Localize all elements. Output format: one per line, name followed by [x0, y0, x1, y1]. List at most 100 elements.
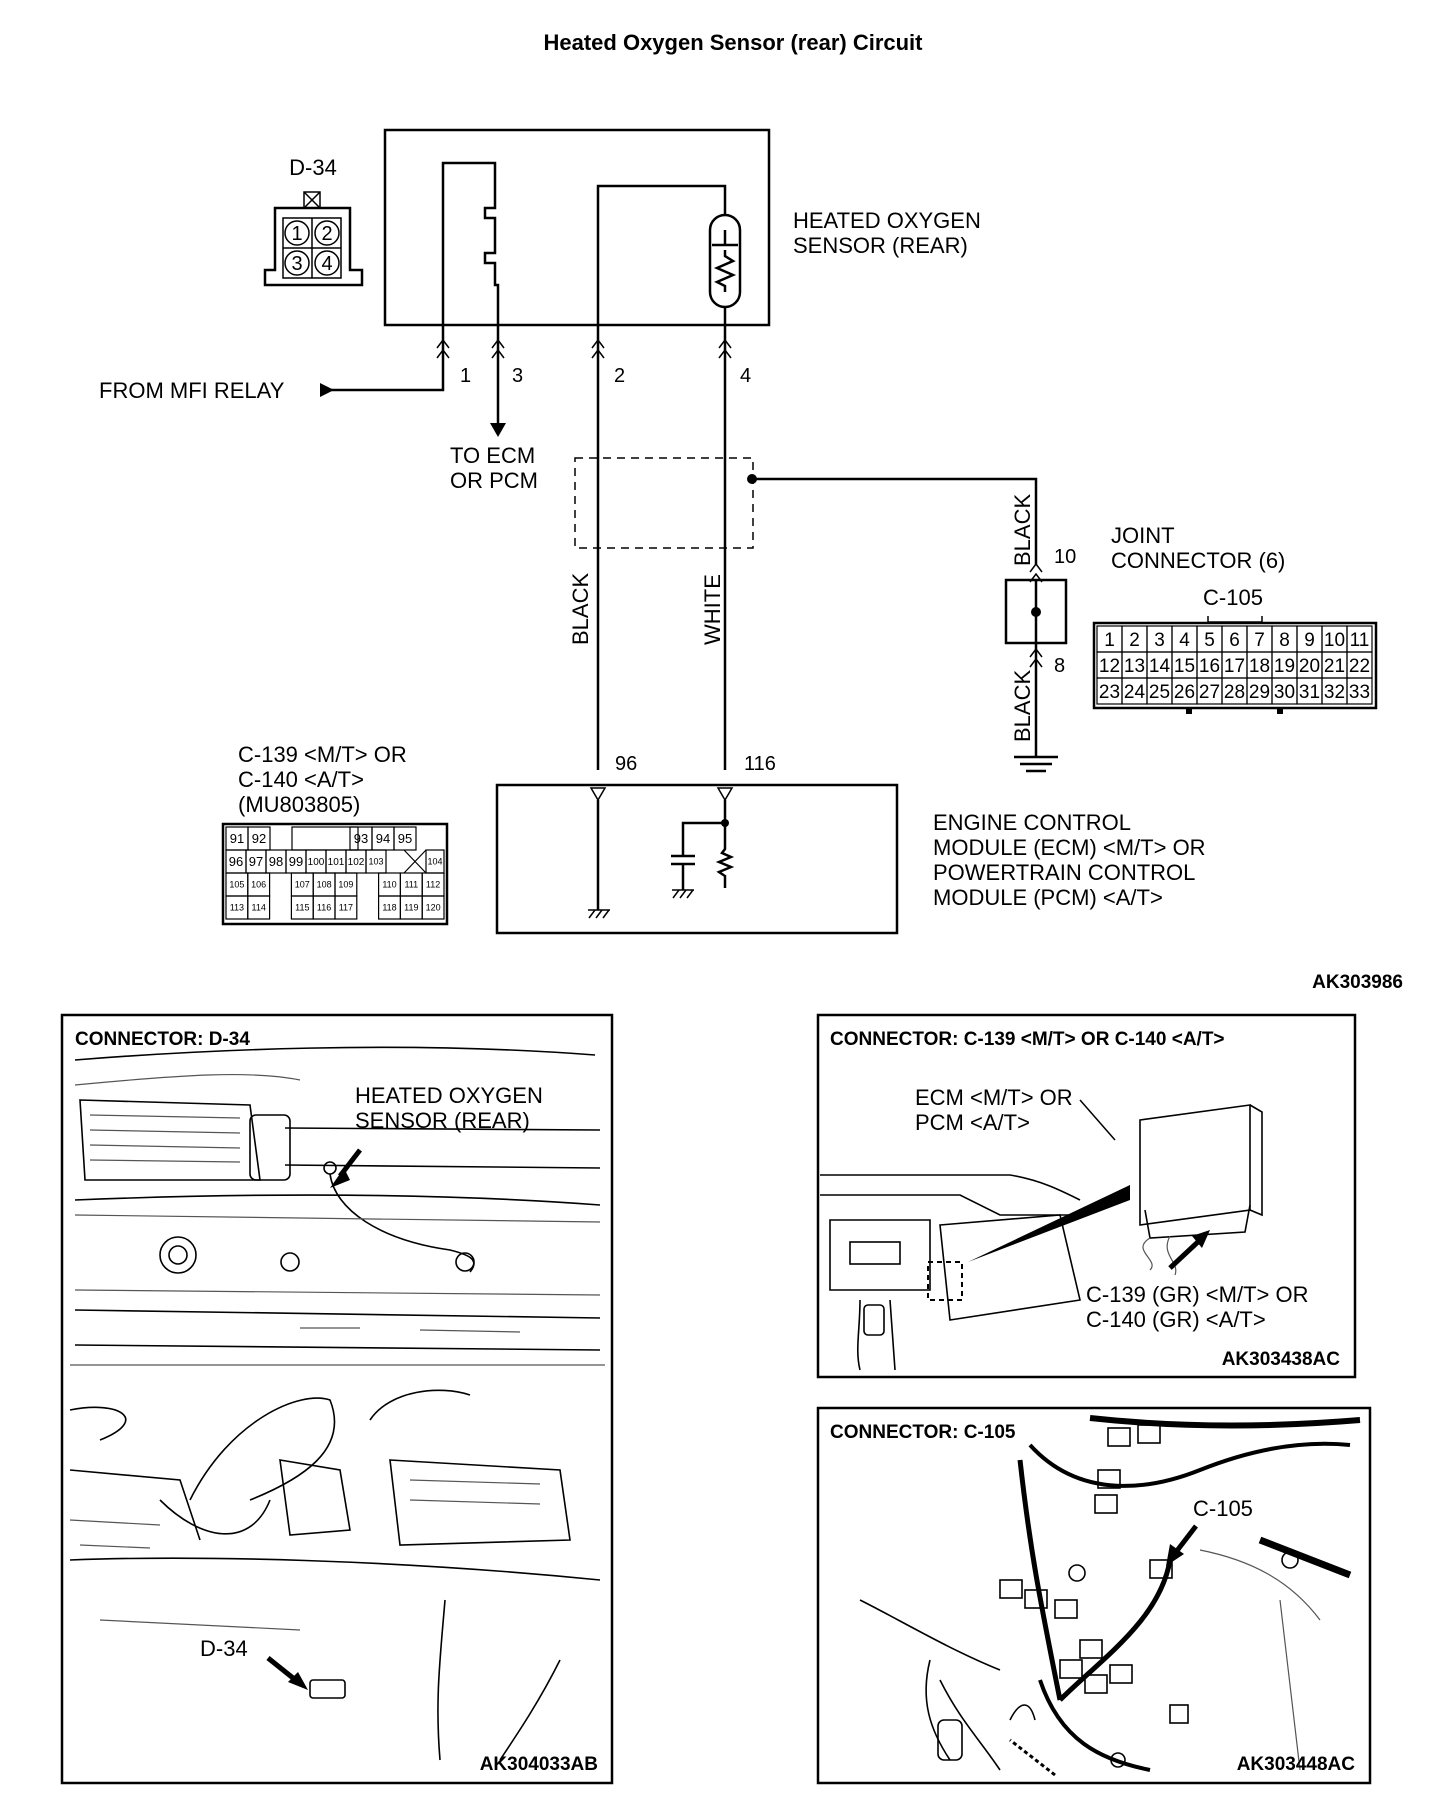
ecm-pin-99: 99 — [289, 854, 303, 869]
ecm-pin-106: 106 — [251, 880, 266, 890]
joint-pin-10: 10 — [1054, 546, 1076, 568]
panel-c105-code: AK303448AC — [1237, 1754, 1356, 1775]
ground-bottom-color-label: BLACK — [1010, 670, 1035, 742]
panel-d34: CONNECTOR: D-34 HEATED OXYGEN SENSOR (RE… — [60, 1013, 614, 1785]
pin-2-label: 2 — [614, 365, 625, 387]
joint-pin-11: 11 — [1350, 630, 1370, 651]
ecm-pin-101: 101 — [328, 857, 345, 868]
joint-pin-15: 15 — [1174, 656, 1195, 677]
ecm-pin-119: 119 — [404, 903, 418, 913]
panel-d34-callout: D-34 — [200, 1636, 248, 1661]
joint-connector-label: JOINT CONNECTOR (6) — [1111, 523, 1285, 573]
joint-pin-4: 4 — [1179, 630, 1190, 651]
joint-pin-28: 28 — [1224, 682, 1245, 703]
d34-pin-2: 2 — [321, 223, 332, 245]
ecm-pin-116: 116 — [317, 903, 331, 913]
wire2-color-label: BLACK — [568, 573, 593, 645]
pin-4-label: 4 — [740, 365, 751, 387]
harness-illustration — [859, 1415, 1361, 1777]
d34-connector-symbol: D-34 1 2 3 4 — [263, 155, 364, 287]
ecm-pin-112: 112 — [426, 880, 440, 890]
ecm-pin-96: 96 — [615, 753, 637, 775]
ecm-pin-117: 117 — [339, 903, 353, 913]
ecm-pin-96: 96 — [229, 854, 243, 869]
c105-connector-name: C-105 — [1203, 585, 1263, 610]
sensor-box: HEATED OXYGEN SENSOR (REAR) — [383, 128, 987, 342]
ecm-pin-93: 93 — [354, 831, 368, 846]
d34-connector-name: D-34 — [289, 155, 337, 180]
ecm-pin-118: 118 — [382, 903, 396, 913]
ground-top-color-label: BLACK — [1010, 494, 1035, 566]
joint-pin-22: 22 — [1349, 656, 1370, 677]
d34-pin-4: 4 — [321, 253, 332, 275]
ecm-pin-107: 107 — [295, 880, 310, 890]
sensor-wires: FROM MFI RELAY 1 3 TO ECM OR PCM 2 4 BLA… — [99, 338, 1038, 770]
pin-3-label: 3 — [512, 365, 523, 387]
panel-c139-title: CONNECTOR: C-139 <M/T> OR C-140 <A/T> — [830, 1029, 1225, 1050]
ecm-pin-114: 114 — [252, 903, 266, 913]
ecm-pin-91: 91 — [230, 831, 244, 846]
joint-pin-27: 27 — [1199, 682, 1220, 703]
joint-pin-30: 30 — [1274, 682, 1295, 703]
joint-pin-17: 17 — [1224, 656, 1245, 677]
ecm-pin-111: 111 — [404, 880, 418, 890]
ecm-pin-98: 98 — [269, 854, 283, 869]
ecm-pin-105: 105 — [229, 880, 244, 890]
joint-pin-8: 8 — [1054, 655, 1065, 677]
ecm-pin-92: 92 — [252, 831, 266, 846]
joint-pin-33: 33 — [1349, 682, 1370, 703]
diagram-title: Heated Oxygen Sensor (rear) Circuit — [543, 30, 923, 55]
panel-d34-title: CONNECTOR: D-34 — [75, 1029, 250, 1050]
ecm-pin-100: 100 — [308, 857, 325, 868]
shield-box — [574, 457, 754, 549]
panel-c139-code: AK303438AC — [1222, 1349, 1341, 1370]
joint-pin-25: 25 — [1149, 682, 1170, 703]
d34-pin-1: 1 — [291, 223, 302, 245]
ecm-destination-label: TO ECM OR PCM — [450, 443, 541, 493]
joint-pin-26: 26 — [1174, 682, 1195, 703]
d34-pin-3: 3 — [291, 253, 302, 275]
joint-pin-13: 13 — [1124, 656, 1145, 677]
joint-pin-6: 6 — [1229, 630, 1240, 651]
joint-pin-18: 18 — [1249, 656, 1270, 677]
wire4-color-label: WHITE — [700, 574, 725, 645]
ecm-label: ENGINE CONTROL MODULE (ECM) <M/T> OR POW… — [933, 810, 1212, 910]
joint-pin-7: 7 — [1254, 630, 1265, 651]
joint-pin-23: 23 — [1099, 682, 1120, 703]
pin-1-label: 1 — [460, 365, 471, 387]
relay-label: FROM MFI RELAY — [99, 378, 285, 403]
ecm-pin-108: 108 — [317, 880, 332, 890]
joint-pin-29: 29 — [1249, 682, 1270, 703]
sensor-label: HEATED OXYGEN SENSOR (REAR) — [793, 208, 987, 258]
joint-pin-12: 12 — [1099, 656, 1120, 677]
joint-pin-5: 5 — [1204, 630, 1215, 651]
joint-pin-31: 31 — [1299, 682, 1320, 703]
ecm-pin-104: 104 — [427, 857, 442, 867]
joint-pin-20: 20 — [1299, 656, 1320, 677]
joint-pin-21: 21 — [1324, 656, 1345, 677]
ecm-pin-110: 110 — [382, 880, 396, 890]
ecm-pin-109: 109 — [338, 880, 353, 890]
ecm-pin-102: 102 — [348, 857, 365, 868]
joint-pin-10: 10 — [1324, 630, 1345, 651]
joint-pin-24: 24 — [1124, 682, 1146, 703]
ecm-box: 96 116 ENGINE CONTROL MODULE (ECM) <M/T>… — [495, 753, 1212, 935]
underbody-illustration — [69, 1389, 601, 1761]
panel-c105: CONNECTOR: C-105 — [816, 1406, 1372, 1785]
ecm-connector-label: C-139 <M/T> OR C-140 <A/T> (MU803805) — [238, 742, 413, 817]
ecm-connector: C-139 <M/T> OR C-140 <A/T> (MU803805) 91… — [221, 742, 449, 926]
exhaust-illustration — [70, 1046, 605, 1366]
panel-c105-title: CONNECTOR: C-105 — [830, 1422, 1016, 1443]
panel-c139-callout: C-139 (GR) <M/T> OR C-140 (GR) <A/T> — [1086, 1282, 1315, 1332]
ecm-pin-94: 94 — [376, 831, 390, 846]
panel-c105-callout: C-105 — [1193, 1496, 1253, 1521]
ecm-pin-103: 103 — [368, 857, 383, 867]
ecm-pin-116: 116 — [744, 753, 776, 775]
joint-pin-16: 16 — [1199, 656, 1220, 677]
joint-pin-14: 14 — [1149, 656, 1171, 677]
joint-pin-1: 1 — [1104, 630, 1115, 651]
ecm-pin-113: 113 — [230, 903, 244, 913]
